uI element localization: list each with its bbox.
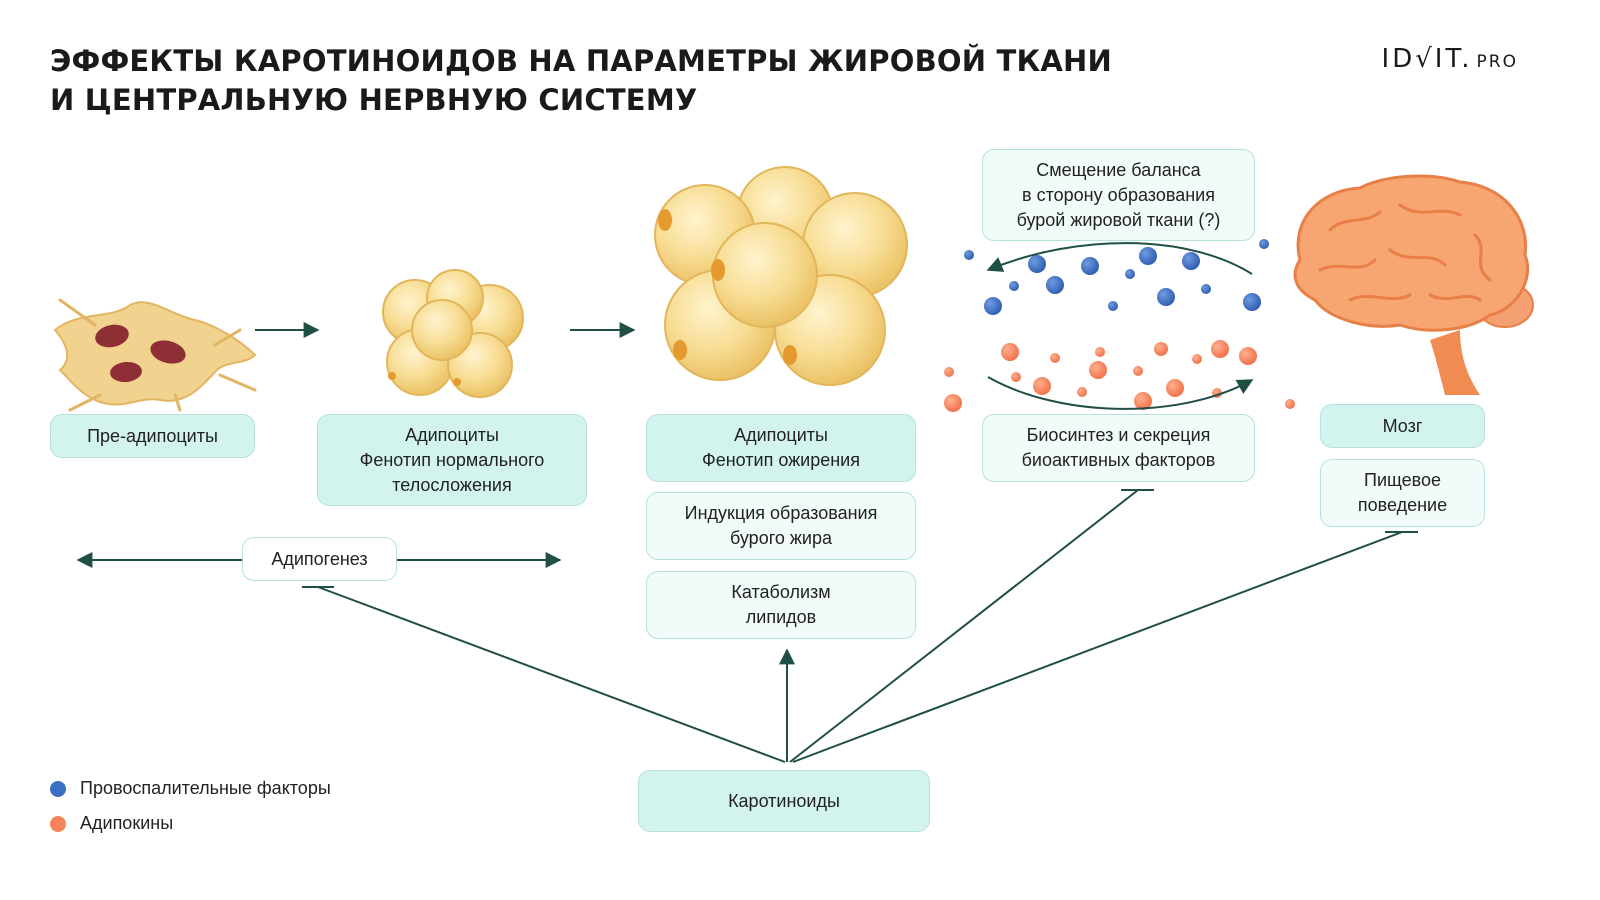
arrows: [76, 242, 1418, 763]
legend-item-adipokines: Адипокины: [50, 813, 173, 834]
lipid-catabolism-line-2: липидов: [745, 607, 817, 627]
balance-shift-line-2: в сторону образования: [1022, 184, 1215, 205]
proinflammatory-dot: [1081, 257, 1099, 275]
proinflammatory-dot: [1046, 276, 1064, 294]
biosynthesis-box: Биосинтез и секреция биоактивных факторо…: [982, 414, 1255, 482]
legend-item-proinflammatory: Провоспалительные факторы: [50, 778, 331, 799]
adipokine-dot: [1133, 366, 1143, 376]
obese-adipocytes-illustration: [654, 166, 908, 386]
adipokine-dot: [1166, 379, 1184, 397]
adipokine-dot: [1239, 347, 1257, 365]
preadipocytes-label: Пре-адипоциты: [87, 425, 218, 446]
adipogenesis-box: Адипогенез: [242, 537, 397, 581]
proinflammatory-dot: [1201, 284, 1211, 294]
legend-blue-dot-icon: [50, 780, 66, 797]
brain-illustration: [1293, 174, 1534, 395]
eating-behavior-line-2: поведение: [1357, 495, 1448, 515]
adipokine-dot: [1089, 361, 1107, 379]
brown-fat-induction-box: Индукция образования бурого жира: [646, 492, 916, 560]
carotenoids-box: Каротиноиды: [638, 770, 930, 832]
adipokine-dot: [1285, 399, 1295, 409]
proinflammatory-dot: [1139, 247, 1157, 265]
adipokine-dot: [1154, 342, 1168, 356]
normal-adipocytes-illustration: [382, 269, 524, 398]
brown-fat-induction-line-1: Индукция образования: [684, 503, 878, 523]
adipokine-dot: [1095, 347, 1105, 357]
lipid-catabolism-box: Катаболизм липидов: [646, 571, 916, 639]
proinflammatory-dot: [1108, 301, 1118, 311]
legend-adipokines-label: Адипокины: [80, 813, 174, 833]
factor-dots: [944, 239, 1295, 412]
adipokine-dot: [944, 367, 954, 377]
adipokine-dot: [1033, 377, 1051, 395]
carotenoids-label: Каротиноиды: [728, 790, 840, 811]
proinflammatory-dot: [1259, 239, 1269, 249]
proinflammatory-dot: [1028, 255, 1046, 273]
eating-behavior-line-1: Пищевое: [1364, 470, 1441, 490]
brown-fat-induction-line-2: бурого жира: [729, 528, 833, 548]
page-title: ЭФФЕКТЫ КАРОТИНОИДОВ НА ПАРАМЕТРЫ ЖИРОВО…: [50, 42, 1112, 120]
legend-proinflammatory-label: Провоспалительные факторы: [80, 778, 331, 798]
proinflammatory-dot: [1157, 288, 1175, 306]
page-title-line-2: И ЦЕНТРАЛЬНУЮ НЕРВНУЮ СИСТЕМУ: [50, 83, 698, 117]
adipogenesis-label: Адипогенез: [271, 548, 368, 569]
biosynthesis-line-2: биоактивных факторов: [1021, 450, 1216, 470]
proinflammatory-dot: [1125, 269, 1135, 279]
brand-logo-main: ID√IT.: [1381, 44, 1473, 74]
adipokine-dot: [1192, 354, 1202, 364]
obese-adipocytes-line-2: Фенотип ожирения: [702, 450, 860, 470]
normal-adipocytes-line-1: Адипоциты: [405, 424, 499, 445]
proinflammatory-dot: [964, 250, 974, 260]
adipokine-dot: [944, 394, 962, 412]
brain-box: Мозг: [1320, 404, 1485, 448]
normal-adipocytes-box: Адипоциты Фенотип нормального телосложен…: [317, 414, 587, 506]
inhibit-eating-line: [792, 531, 1403, 763]
brain-label: Мозг: [1382, 415, 1423, 436]
adipokine-dot: [1077, 387, 1087, 397]
proinflammatory-dot: [1243, 293, 1261, 311]
inhibit-biosynthesis-line: [789, 489, 1139, 763]
balance-shift-line-1: Смещение баланса: [1036, 159, 1201, 180]
proinflammatory-dot: [984, 297, 1002, 315]
adipokine-dot: [1011, 372, 1021, 382]
preadipocytes-illustration: [53, 298, 257, 412]
eating-behavior-box: Пищевое поведение: [1320, 459, 1485, 527]
adipokine-dot: [1134, 392, 1152, 410]
balance-shift-line-3: бурой жировой ткани (?): [1016, 209, 1221, 230]
inhibit-adipogenesis-line: [317, 586, 786, 763]
balance-shift-box: Смещение баланса в сторону образования б…: [982, 149, 1255, 241]
obese-adipocytes-line-1: Адипоциты: [734, 425, 828, 445]
adipokine-dot: [1050, 353, 1060, 363]
page-title-line-1: ЭФФЕКТЫ КАРОТИНОИДОВ НА ПАРАМЕТРЫ ЖИРОВО…: [50, 44, 1112, 78]
arrow-balance-shift: [986, 242, 1253, 275]
preadipocytes-box: Пре-адипоциты: [50, 414, 255, 458]
adipokine-dot: [1001, 343, 1019, 361]
legend-orange-dot-icon: [50, 815, 66, 832]
proinflammatory-dot: [1182, 252, 1200, 270]
obese-adipocytes-box: Адипоциты Фенотип ожирения: [646, 414, 916, 482]
normal-adipocytes-line-2: Фенотип нормального: [359, 449, 545, 470]
proinflammatory-dot: [1009, 281, 1019, 291]
brand-logo-suffix: PRO: [1476, 52, 1518, 72]
normal-adipocytes-line-3: телосложения: [392, 474, 512, 495]
arrow-biosynthesis: [987, 376, 1254, 410]
adipokine-dot: [1211, 340, 1229, 358]
biosynthesis-line-1: Биосинтез и секреция: [1026, 425, 1211, 445]
lipid-catabolism-line-1: Катаболизм: [731, 582, 831, 602]
brand-logo: ID√IT.PRO: [1382, 44, 1518, 74]
